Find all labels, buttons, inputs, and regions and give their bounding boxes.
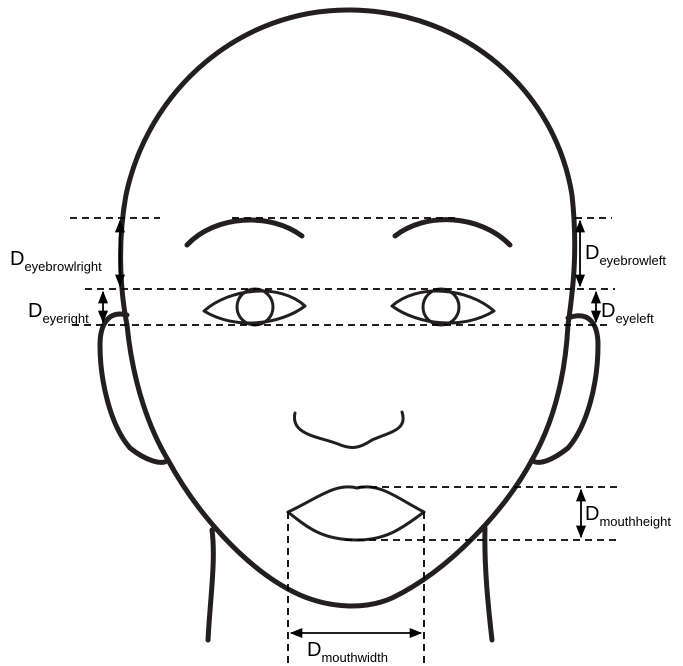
eyebrow-right-label-sub: eyebrowlright (24, 259, 102, 274)
eye-left-label-main: D (601, 300, 615, 322)
neck-right-line (485, 528, 492, 640)
mouth-width-label: Dmouthwidth (307, 639, 388, 665)
mouth-width-label-sub: mouthwidth (321, 650, 387, 665)
right-eye-outline (204, 291, 305, 323)
neck-left-line (208, 530, 213, 640)
mouth-outline (288, 487, 424, 540)
left-eye-iris (423, 289, 459, 325)
nose-outline (294, 412, 403, 447)
mouth-height-label: Dmouthheight (585, 503, 671, 529)
eyebrow-right-label: Deyebrowlright (10, 248, 102, 274)
head-outline (121, 10, 575, 606)
mouth-height-label-sub: mouthheight (599, 514, 671, 529)
left-eyebrow (395, 220, 510, 245)
eye-left-label-sub: eyeleft (615, 311, 654, 326)
left-eye-outline (392, 291, 494, 323)
eyebrow-left-label: Deyebrowleft (585, 242, 666, 268)
eye-right-label: Deyeright (28, 300, 89, 326)
right-eyebrow (187, 220, 302, 245)
eyebrow-left-label-sub: eyebrowleft (599, 253, 666, 268)
mouth-width-label-main: D (307, 639, 321, 661)
eye-left-label: Deyeleft (601, 300, 654, 326)
right-eye-iris (237, 289, 273, 325)
eye-right-label-main: D (28, 300, 42, 322)
eyebrow-right-label-main: D (10, 248, 24, 270)
eye-right-label-sub: eyeright (42, 311, 89, 326)
mouth-height-label-main: D (585, 503, 599, 525)
eyebrow-left-label-main: D (585, 242, 599, 264)
